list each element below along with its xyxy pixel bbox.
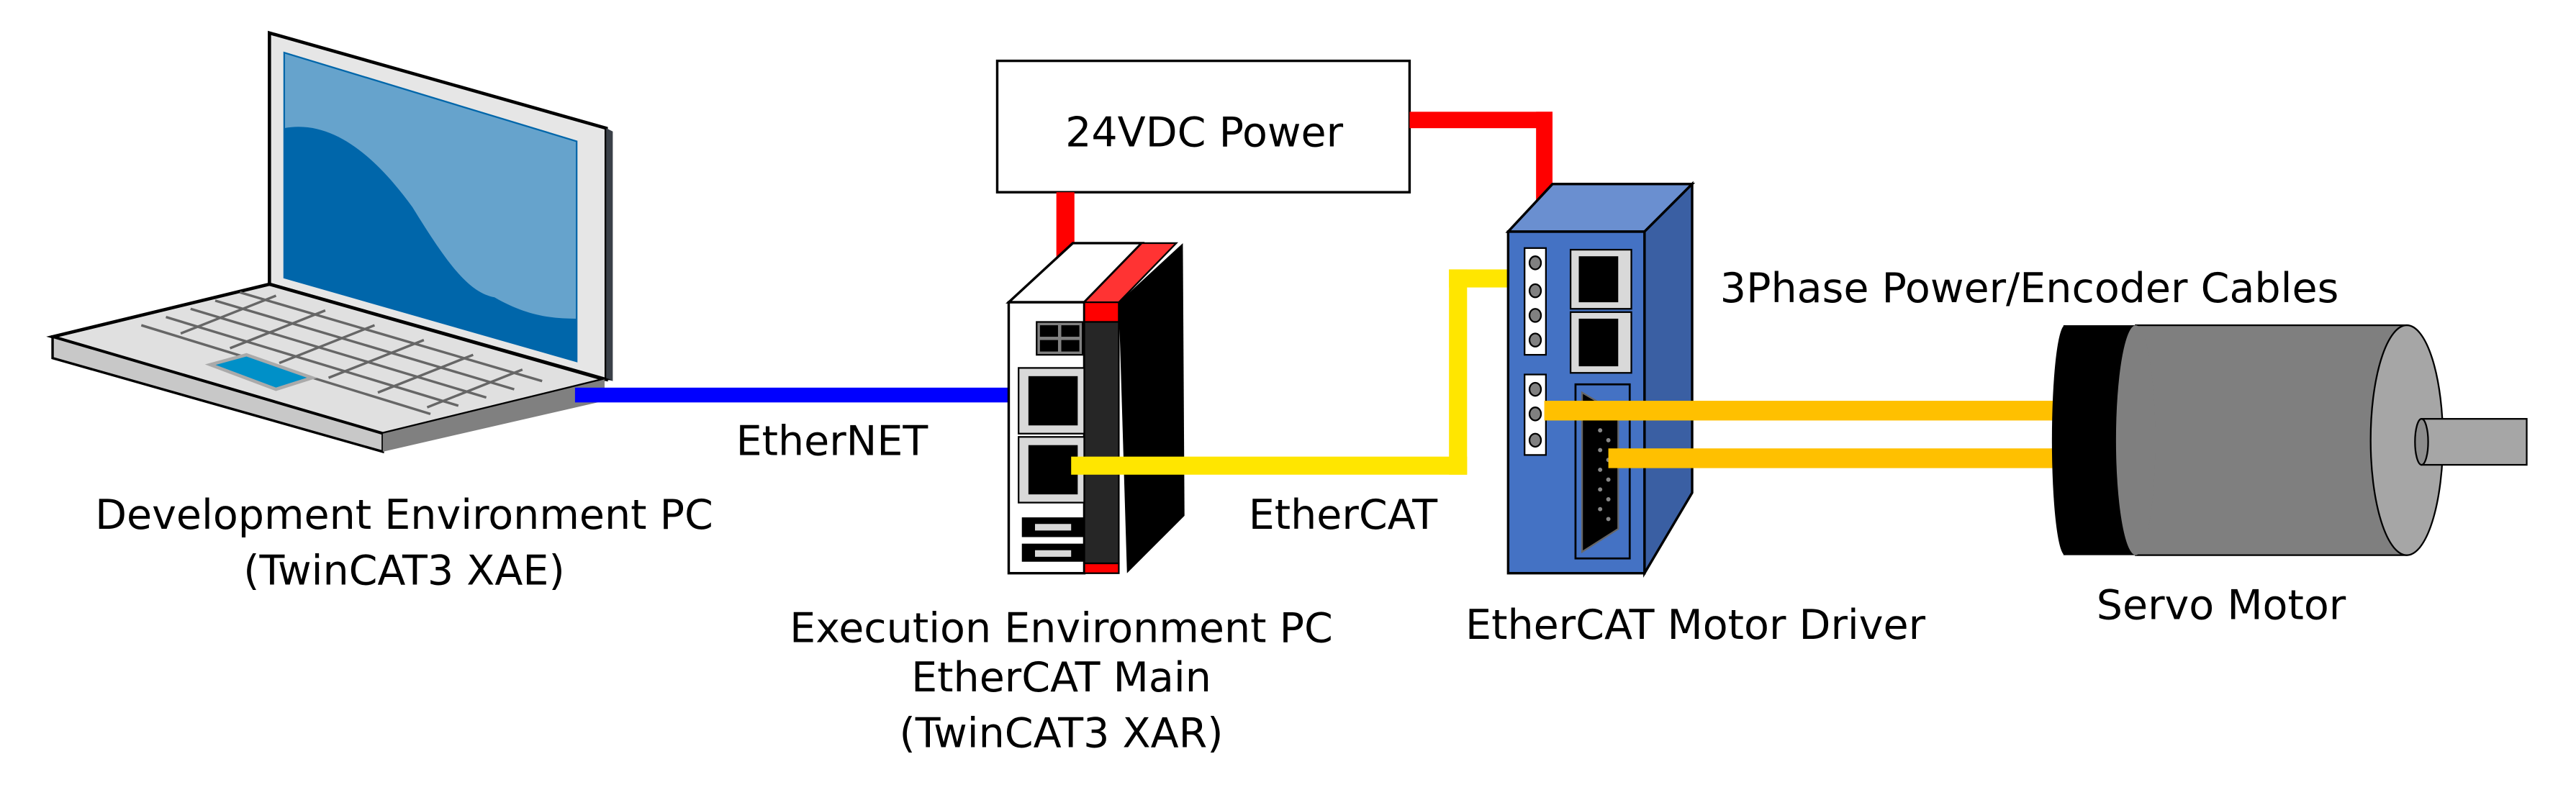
dev-pc-label-line1: Development Environment PC <box>95 491 713 539</box>
motor-driver-icon <box>1505 181 1696 578</box>
motor-cables-label: 3Phase Power/Encoder Cables <box>1720 265 2339 312</box>
ethercat-port-out <box>1569 311 1632 374</box>
status-leds-2 <box>1524 373 1547 456</box>
power-connector <box>1036 321 1084 356</box>
motor-cables <box>1544 401 2059 468</box>
plc-controller-icon <box>1005 242 1185 575</box>
motor-shaft <box>2421 418 2528 466</box>
exec-pc-label-line2: EtherCAT Main <box>911 654 1211 701</box>
power-supply-box <box>995 59 1411 194</box>
touchpad <box>204 353 317 391</box>
power-supply-label: 24VDC Power <box>1065 109 1344 156</box>
ethernet-port-2 <box>1018 436 1085 504</box>
ethercat-port-in <box>1569 248 1632 310</box>
usb-ports <box>1021 517 1085 562</box>
ethernet-label: EtherNET <box>736 417 929 465</box>
ethernet-port-1 <box>1018 367 1085 435</box>
driver-label: EtherCAT Motor Driver <box>1465 601 1926 649</box>
servo-motor-icon <box>2051 324 2528 556</box>
laptop-icon <box>46 30 613 454</box>
servo-motor-label: Servo Motor <box>2097 582 2346 630</box>
status-leds-1 <box>1524 247 1547 356</box>
ethernet-cable <box>574 387 1013 403</box>
exec-pc-label-line3: (TwinCAT3 XAR) <box>899 710 1223 758</box>
exec-pc-label-line1: Execution Environment PC <box>790 605 1333 653</box>
ethercat-label: EtherCAT <box>1249 491 1439 539</box>
dev-pc-label-line2: (TwinCAT3 XAE) <box>243 548 564 595</box>
keyboard <box>140 291 543 415</box>
